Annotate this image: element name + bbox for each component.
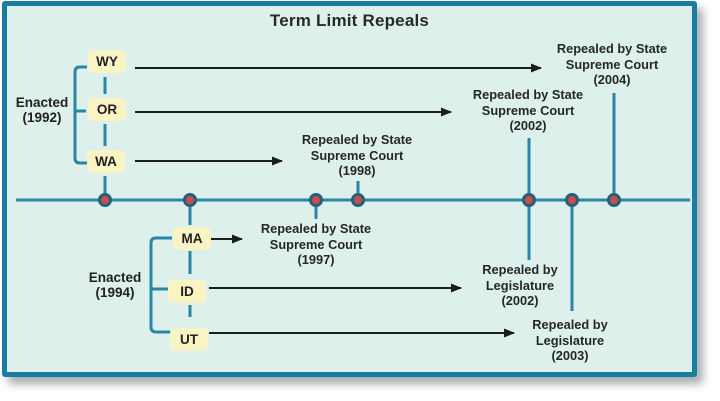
repeal-note-ma: Repealed by State Supreme Court (1997) [241,221,391,268]
repeal-or-line1: Repealed by State [472,87,584,102]
repeal-wa-line1: Repealed by State [301,132,413,147]
event-dot-enacted-1994 [183,193,197,207]
enacted-1992-word: Enacted [15,95,69,110]
repeal-wy-line2: Supreme Court [565,56,659,72]
repeal-note-wy: Repealed by State Supreme Court (2004) [537,41,687,88]
diagram-title: Term Limit Repeals [269,11,430,30]
repeal-ma-line2: Supreme Court [269,236,363,252]
state-label-id: ID [168,280,206,303]
event-dot-2004 [607,193,621,207]
enacted-1994-label: Enacted (1994) [73,270,157,300]
repeal-note-wa: Repealed by State Supreme Court (1998) [282,132,432,179]
repeal-note-ut: Repealed by Legislature (2003) [495,317,645,364]
state-label-ut: UT [170,328,208,351]
state-label-wy: WY [88,50,126,73]
repeal-wa-line2: Supreme Court [310,147,404,163]
state-label-wa: WA [87,150,125,173]
enacted-1994-word: Enacted [88,270,142,285]
bracket-enacted-1994 [149,236,172,334]
repeal-id-year: (2002) [501,293,539,308]
repeal-ut-year: (2003) [551,348,589,363]
repeal-or-year: (2002) [509,118,547,133]
repeal-id-line1: Repealed by [482,262,558,277]
repeal-wa-year: (1998) [338,163,376,178]
bracket-enacted-1992 [73,65,87,165]
repeal-id-line2: Legislature [485,277,555,293]
state-label-or: OR [88,98,126,121]
event-dot-2003 [565,193,579,207]
repeal-note-or: Repealed by State Supreme Court (2002) [453,87,603,134]
enacted-1992-year: (1992) [22,110,62,125]
enacted-1992-label: Enacted (1992) [0,95,84,125]
repeal-wy-year: (2004) [593,72,631,87]
event-dot-1997 [309,193,323,207]
enacted-1994-year: (1994) [95,285,135,300]
state-label-ma: MA [173,227,211,250]
repeal-ut-line2: Legislature [535,332,605,348]
event-dot-enacted-1992 [98,193,112,207]
repeal-ma-line1: Repealed by State [260,221,372,236]
event-dot-2002 [522,193,536,207]
repeal-ut-line1: Repealed by [532,317,608,332]
repeal-wy-line1: Repealed by State [556,41,668,56]
event-dot-1998 [351,193,365,207]
repeal-ma-year: (1997) [297,252,335,267]
repeal-or-line2: Supreme Court [481,102,575,118]
repeal-note-id: Repealed by Legislature (2002) [445,262,595,309]
